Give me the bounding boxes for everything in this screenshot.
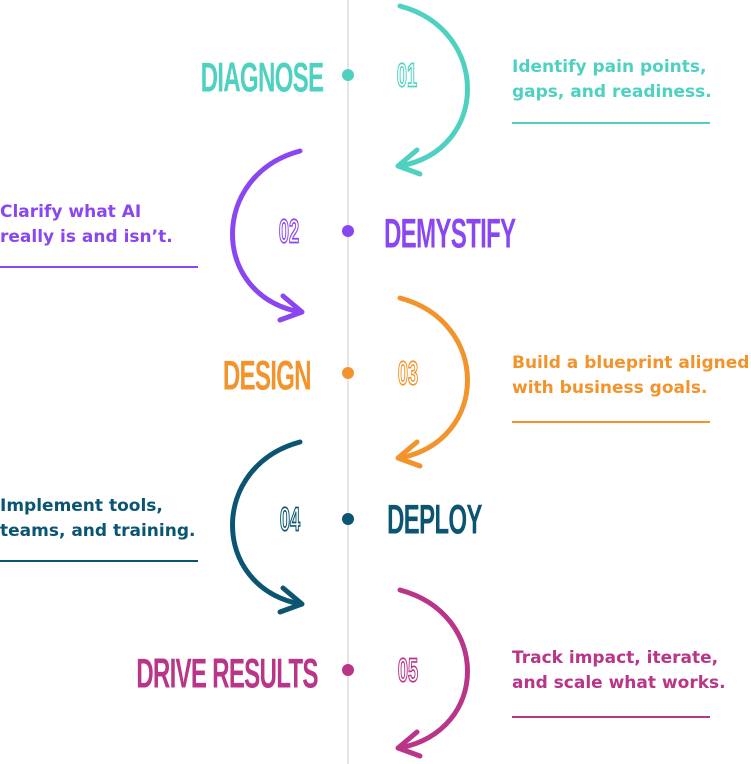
step-5-description-line-2: and scale what works.	[512, 673, 726, 693]
step-4-arc-arrow	[230, 439, 303, 607]
step-2-arc-arrow	[230, 148, 303, 315]
step-3-description: Build a blueprint aligned with business …	[512, 351, 751, 401]
step-4-arrowhead	[277, 585, 305, 615]
step-3-underline	[512, 421, 710, 423]
step-3-description-line-2: with business goals.	[512, 378, 708, 398]
step-3-description-line-1: Build a blueprint aligned	[512, 353, 750, 373]
step-2-underline	[0, 266, 198, 268]
step-1-arc-arrow	[397, 3, 470, 169]
step-4-number: 04	[279, 499, 301, 540]
step-2-description: Clarify what AI really is and isn’t.	[0, 200, 250, 250]
step-5-arrowhead	[395, 729, 423, 759]
step-3-number: 03	[397, 353, 419, 394]
step-5-underline	[512, 716, 710, 718]
step-3-arrowhead	[395, 439, 423, 469]
step-2-title: DEMYSTIFY	[384, 209, 516, 257]
step-5-number: 05	[397, 650, 419, 691]
step-5-dot	[342, 664, 354, 676]
step-5-arc-arrow	[397, 587, 470, 751]
step-4-description-line-1: Implement tools,	[0, 496, 163, 516]
step-1-description-line-1: Identify pain points,	[512, 57, 707, 77]
step-2-arrowhead	[277, 293, 305, 323]
step-2-description-line-1: Clarify what AI	[0, 202, 142, 222]
step-1-underline	[512, 122, 710, 124]
step-2-description-line-2: really is and isn’t.	[0, 227, 173, 247]
step-3-title: DESIGN	[222, 351, 312, 399]
step-1-dot	[342, 69, 354, 81]
step-1-title: DIAGNOSE	[200, 53, 324, 101]
step-1-number: 01	[396, 55, 418, 96]
step-3-arc-arrow	[397, 295, 470, 461]
step-4-description-line-2: teams, and training.	[0, 521, 196, 541]
step-5-title: DRIVE RESULTS	[136, 649, 318, 697]
step-1-arrowhead	[395, 147, 423, 177]
step-5-description-line-1: Track impact, iterate,	[512, 648, 719, 668]
step-4-dot	[342, 513, 354, 525]
step-2-number: 02	[278, 211, 300, 252]
step-4-underline	[0, 560, 198, 562]
step-1-description: Identify pain points, gaps, and readines…	[512, 55, 751, 105]
step-2-dot	[342, 225, 354, 237]
step-3-dot	[342, 367, 354, 379]
center-timeline-line	[347, 0, 349, 764]
step-4-description: Implement tools, teams, and training.	[0, 494, 250, 544]
step-5-description: Track impact, iterate, and scale what wo…	[512, 646, 751, 696]
step-4-title: DEPLOY	[387, 495, 483, 543]
step-1-description-line-2: gaps, and readiness.	[512, 82, 712, 102]
